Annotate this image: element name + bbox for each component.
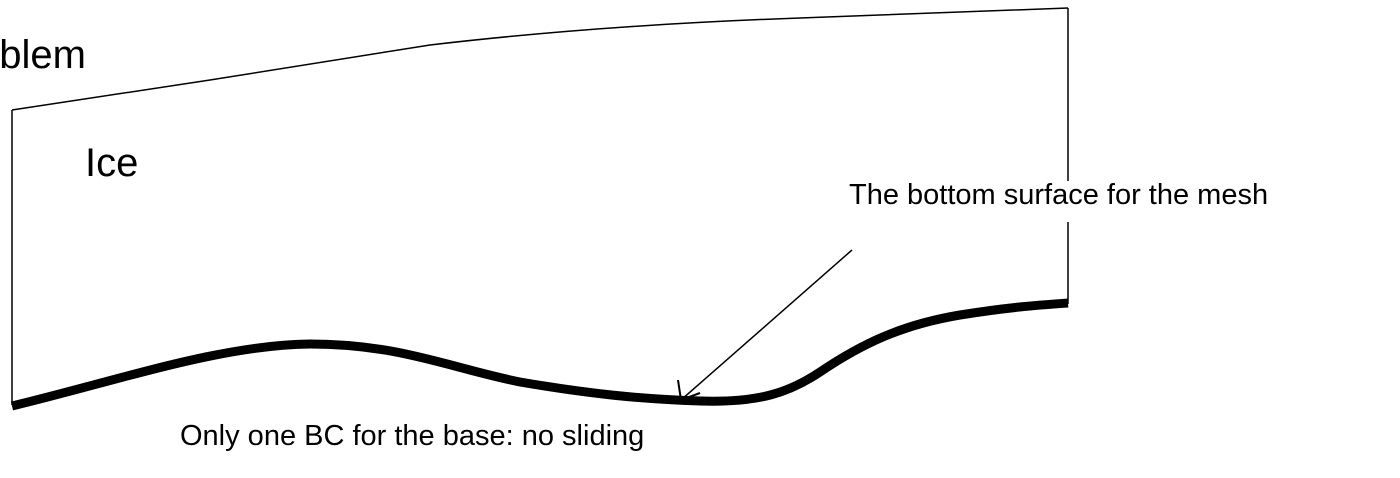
- title-fragment: oblem: [0, 33, 86, 77]
- bottom-surface-label: The bottom surface for the mesh: [847, 179, 1271, 211]
- base-bc-caption: Only one BC for the base: no sliding: [180, 420, 645, 452]
- ice-top-surface: [11, 7, 1069, 111]
- pointer-arrowhead: [677, 379, 701, 402]
- ice-bed-bottom-surface: [10, 298, 1069, 411]
- ice-label: Ice: [85, 141, 139, 185]
- pointer-arrow-line: [680, 249, 853, 401]
